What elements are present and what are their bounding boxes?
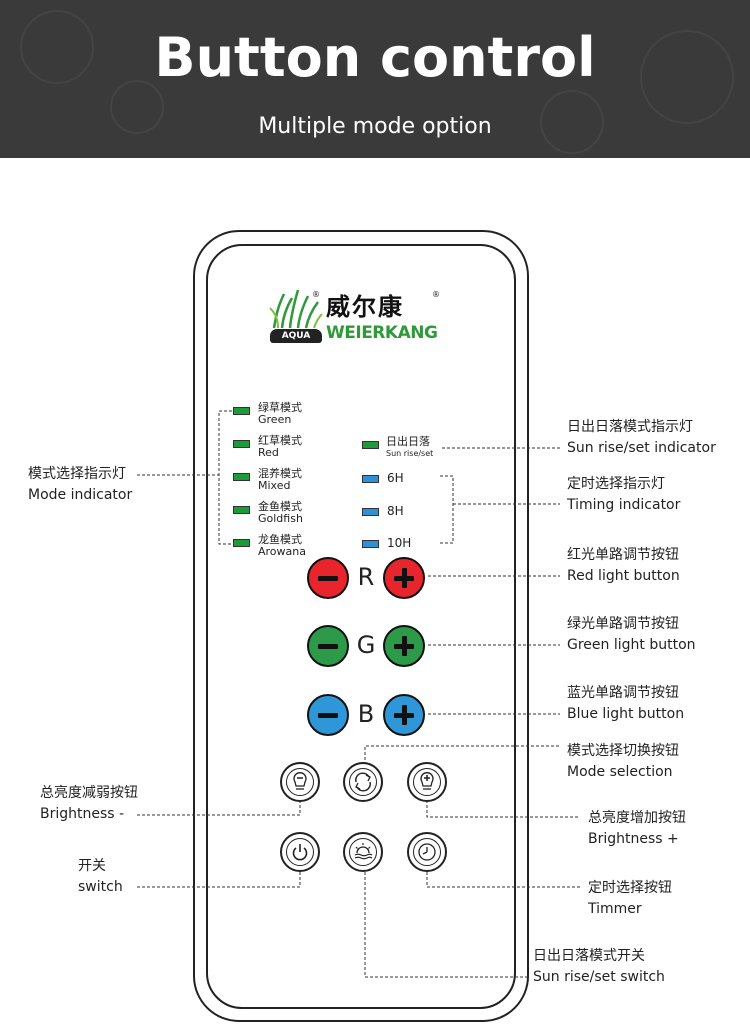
mode-selection-button[interactable] xyxy=(343,762,383,802)
registered-mark: ® xyxy=(312,290,320,299)
background-decoration xyxy=(640,30,734,124)
timing-label-10h: 10H xyxy=(387,536,412,550)
brand-english: WEIERKANG xyxy=(326,323,438,343)
page-title: Button control xyxy=(154,26,596,89)
cycle-arrows-icon xyxy=(355,772,371,792)
mode-led-red xyxy=(233,440,250,448)
blue-minus-button[interactable] xyxy=(307,694,349,736)
grass-logo-icon xyxy=(269,289,323,329)
power-icon xyxy=(292,844,308,861)
background-decoration xyxy=(20,10,94,84)
sunrise-sunset-button[interactable] xyxy=(343,832,383,872)
red-minus-button[interactable] xyxy=(307,557,349,599)
blue-plus-button[interactable] xyxy=(383,694,425,736)
bulb-minus-icon xyxy=(293,772,307,790)
green-minus-button[interactable] xyxy=(307,625,349,667)
brightness-minus-button[interactable] xyxy=(280,762,320,802)
timing-led-8h xyxy=(362,508,379,516)
timing-led-10h xyxy=(362,540,379,548)
page-subtitle: Multiple mode option xyxy=(258,114,492,139)
sun-led xyxy=(362,441,379,449)
timing-label-6h: 6H xyxy=(387,471,404,485)
bulb-plus-icon xyxy=(420,772,434,790)
mode-led-green xyxy=(233,407,250,415)
green-plus-button[interactable] xyxy=(383,625,425,667)
header-banner xyxy=(0,0,750,158)
channel-label-r: R xyxy=(357,563,375,591)
brightness-plus-button[interactable] xyxy=(407,762,447,802)
mode-led-goldfish xyxy=(233,506,250,514)
aqua-badge: AQUA xyxy=(270,329,322,343)
clock-icon xyxy=(418,843,436,861)
timing-led-6h xyxy=(362,475,379,483)
remote-panel xyxy=(206,244,516,1009)
channel-label-b: B xyxy=(357,700,375,728)
channel-label-g: G xyxy=(356,631,376,659)
power-switch-button[interactable] xyxy=(280,832,320,872)
red-plus-button[interactable] xyxy=(383,557,425,599)
background-decoration xyxy=(540,90,604,154)
timing-label-8h: 8H xyxy=(387,504,404,518)
brand-chinese: 威尔康 xyxy=(326,292,404,321)
remote-outer-frame xyxy=(193,230,529,1022)
timer-button[interactable] xyxy=(407,832,447,872)
sunrise-icon xyxy=(354,843,373,860)
mode-led-arowana xyxy=(233,539,250,547)
registered-mark: ® xyxy=(432,290,440,299)
background-decoration xyxy=(110,80,164,134)
mode-led-mixed xyxy=(233,473,250,481)
